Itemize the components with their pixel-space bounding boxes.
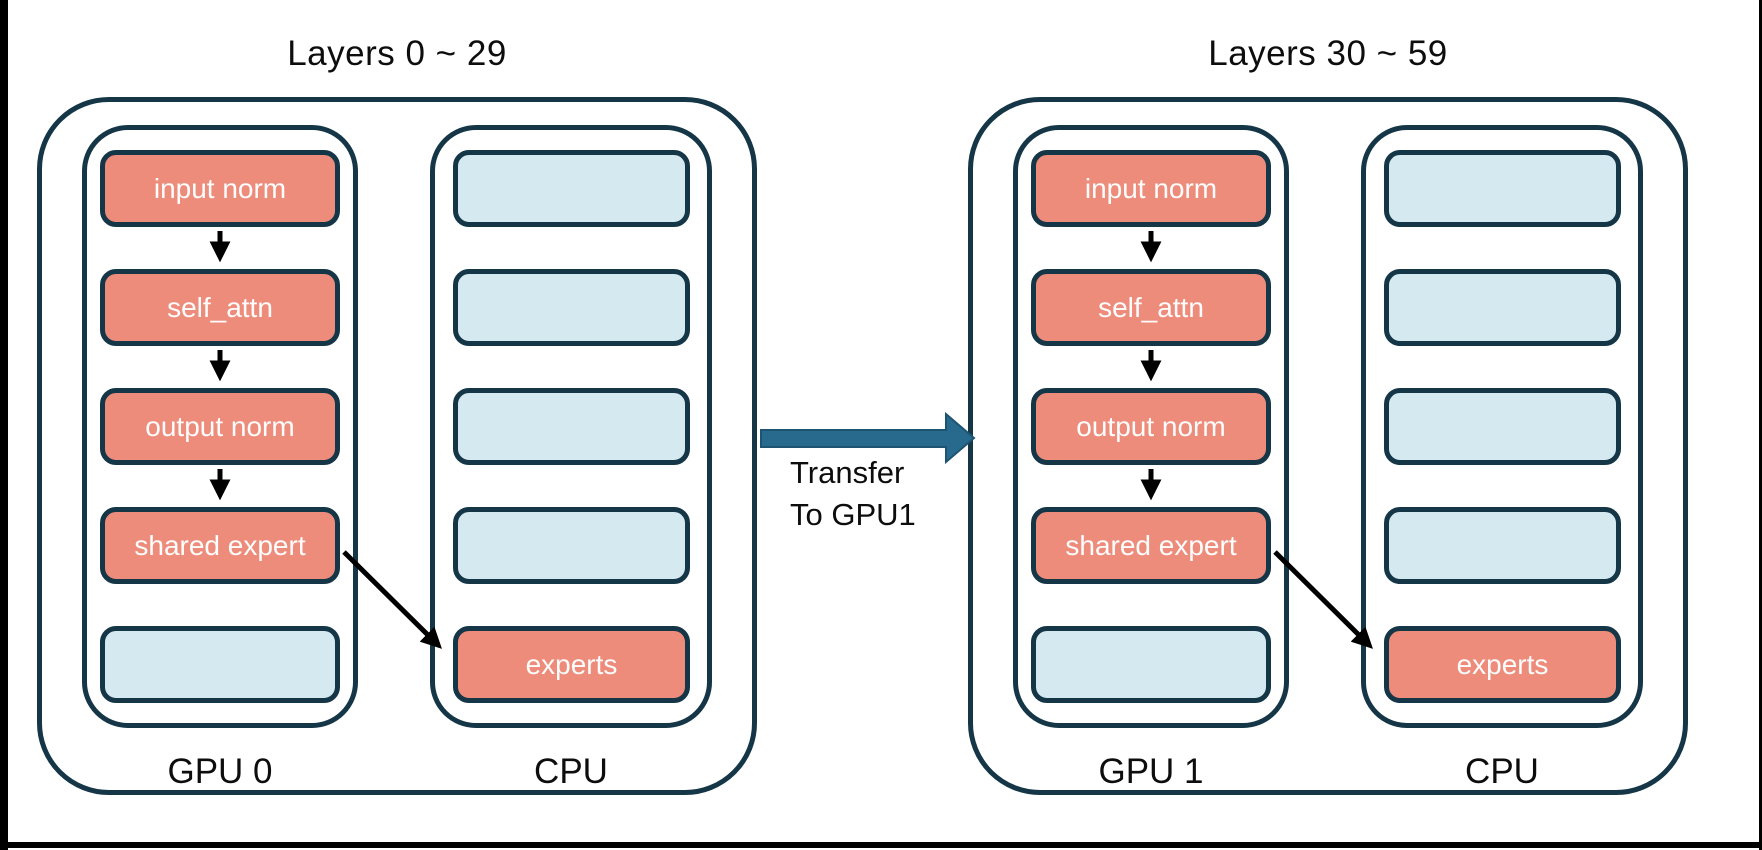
group-title: Layers 30 ~ 59 [1208, 34, 1448, 73]
gpu1-label: GPU 1 [1098, 752, 1204, 791]
empty-slot-box [100, 626, 340, 703]
module-box-self-attn: self_attn [1031, 269, 1271, 346]
group-container: input norm self_attn output norm shared … [968, 97, 1688, 795]
cpu-column: experts [1361, 125, 1643, 728]
layer-group-0-29: Layers 0 ~ 29 input norm self_attn outpu… [37, 0, 757, 850]
module-box-self-attn: self_attn [100, 269, 340, 346]
module-box-input-norm: input norm [100, 150, 340, 227]
module-box-output-norm: output norm [100, 388, 340, 465]
empty-slot-box [1384, 507, 1621, 584]
gpu0-label: GPU 0 [167, 752, 273, 791]
group-container: input norm self_attn output norm shared … [37, 97, 757, 795]
module-box-input-norm: input norm [1031, 150, 1271, 227]
screenshot-right-border [1759, 0, 1762, 850]
group-title: Layers 0 ~ 29 [287, 34, 507, 73]
module-box-experts: experts [1384, 626, 1621, 703]
screenshot-left-border [0, 0, 8, 850]
empty-slot-box [453, 388, 690, 465]
transfer-label: Transfer To GPU1 [790, 452, 916, 536]
module-box-experts: experts [453, 626, 690, 703]
cpu-label: CPU [534, 752, 608, 791]
gpu0-column: input norm self_attn output norm shared … [82, 125, 358, 728]
empty-slot-box [453, 150, 690, 227]
transfer-line-2: To GPU1 [790, 497, 916, 532]
module-box-shared-expert: shared expert [1031, 507, 1271, 584]
layer-group-30-59: Layers 30 ~ 59 input norm self_attn outp… [968, 0, 1688, 850]
empty-slot-box [453, 269, 690, 346]
empty-slot-box [1384, 388, 1621, 465]
empty-slot-box [1384, 150, 1621, 227]
cpu-column: experts [430, 125, 712, 728]
empty-slot-box [453, 507, 690, 584]
module-box-shared-expert: shared expert [100, 507, 340, 584]
empty-slot-box [1031, 626, 1271, 703]
gpu1-column: input norm self_attn output norm shared … [1013, 125, 1289, 728]
empty-slot-box [1384, 269, 1621, 346]
screenshot-bottom-border [0, 842, 1762, 848]
module-box-output-norm: output norm [1031, 388, 1271, 465]
cpu-label: CPU [1465, 752, 1539, 791]
transfer-line-1: Transfer [790, 455, 905, 490]
